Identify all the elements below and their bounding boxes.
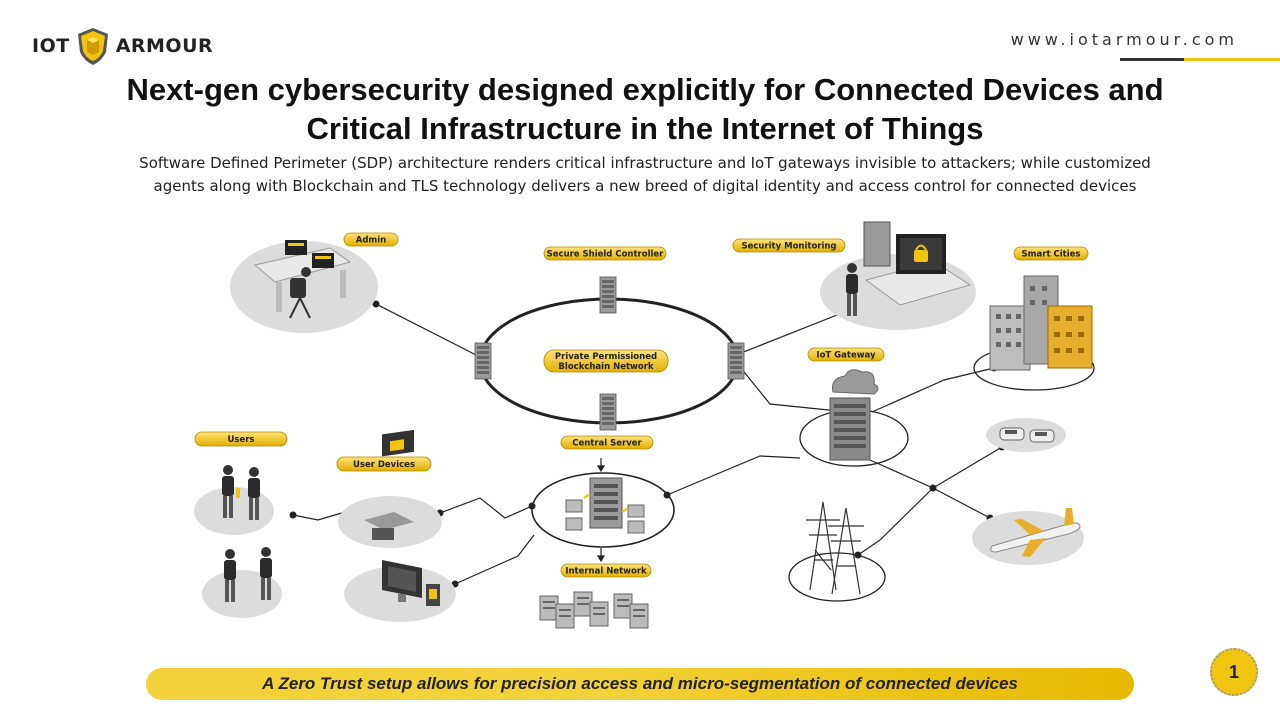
- divider-gold: [1184, 58, 1280, 61]
- users-platform-top: [194, 487, 274, 535]
- vehicles-platform: [986, 418, 1066, 452]
- power-tower-icon: [806, 501, 864, 595]
- label-blockchain-line1: Private Permissioned: [555, 352, 657, 362]
- server-right-icon: [727, 342, 745, 380]
- footer-banner: A Zero Trust setup allows for precision …: [146, 668, 1134, 700]
- server-left-icon: [474, 342, 492, 380]
- label-smart-cities-text: Smart Cities: [1022, 250, 1081, 260]
- logo: IOT ARMOUR: [32, 26, 213, 66]
- label-internal-network: Internal Network: [560, 563, 652, 578]
- footer-banner-text: A Zero Trust setup allows for precision …: [262, 674, 1018, 693]
- divider-dark: [1120, 58, 1184, 61]
- label-user-devices-text: User Devices: [353, 460, 415, 470]
- iot-gateway-icon: [829, 369, 879, 461]
- label-users: Users: [194, 431, 288, 447]
- label-iot-gateway: IoT Gateway: [807, 347, 885, 362]
- page-title: Next-gen cybersecurity designed explicit…: [126, 72, 1164, 146]
- server-bottom-icon: [599, 393, 617, 431]
- label-security-monitoring-text: Security Monitoring: [741, 242, 836, 252]
- logo-text-iot: IOT: [32, 35, 70, 57]
- label-smart-cities: Smart Cities: [1013, 246, 1089, 261]
- label-admin-text: Admin: [356, 236, 387, 246]
- label-users-text: Users: [228, 435, 255, 445]
- power-grid-ring: [788, 552, 886, 602]
- page-number-badge: 1: [1210, 648, 1258, 696]
- desktop-monitor-icon: [382, 560, 440, 606]
- users-icon: [222, 465, 272, 602]
- central-server-icon: [565, 477, 645, 534]
- smart-cities-buildings-icon: [989, 275, 1093, 371]
- label-blockchain: Private Permissioned Blockchain Network: [543, 349, 669, 373]
- label-security-monitoring: Security Monitoring: [732, 238, 846, 253]
- down-arrow-icon: [596, 458, 606, 563]
- central-server-ring: [531, 472, 675, 548]
- label-secure-shield-text: Secure Shield Controller: [547, 250, 665, 260]
- security-monitoring-icon: [846, 221, 972, 316]
- label-central-server: Central Server: [560, 435, 654, 450]
- label-iot-gateway-text: IoT Gateway: [816, 351, 876, 361]
- page-subtitle: Software Defined Perimeter (SDP) archite…: [139, 154, 1151, 195]
- internal-network-servers-icon: [539, 591, 649, 629]
- website-url[interactable]: www.iotarmour.com: [1010, 30, 1238, 49]
- admin-workstation-icon: [253, 240, 352, 319]
- logo-text-armour: ARMOUR: [115, 35, 214, 57]
- label-user-devices: User Devices: [336, 456, 432, 472]
- shield-icon: [77, 28, 108, 65]
- car-icon: [999, 427, 1055, 443]
- label-central-server-text: Central Server: [572, 439, 642, 449]
- label-internal-network-text: Internal Network: [565, 567, 647, 577]
- server-top-icon: [599, 276, 617, 314]
- label-blockchain-line2: Blockchain Network: [558, 362, 653, 372]
- label-admin: Admin: [343, 232, 399, 247]
- laptop-icon: [364, 429, 414, 540]
- airplane-icon: [990, 508, 1081, 557]
- label-secure-shield: Secure Shield Controller: [543, 246, 667, 261]
